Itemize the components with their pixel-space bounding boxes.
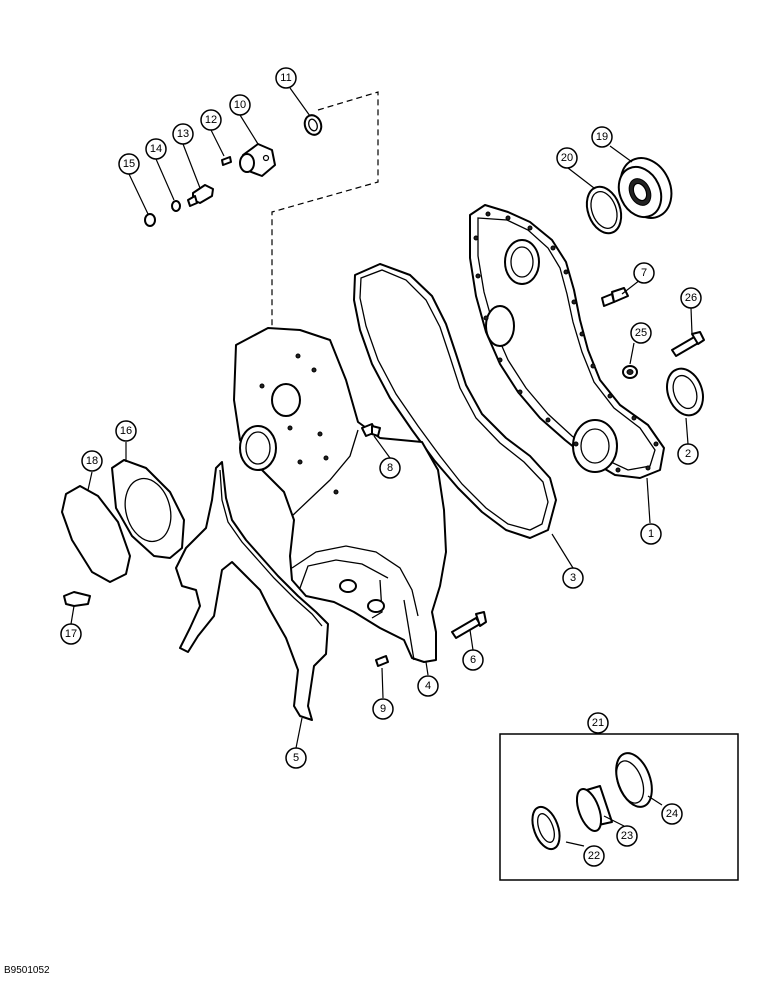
callout-9: 9 [372, 698, 394, 720]
callout-18: 18 [81, 450, 103, 472]
callout-14: 14 [145, 138, 167, 160]
part-5-housing-gasket [175, 461, 329, 721]
svg-text:11: 11 [280, 72, 291, 84]
callout-19: 19 [591, 126, 613, 148]
svg-text:19: 19 [596, 131, 608, 143]
callout-1: 1 [640, 523, 662, 545]
svg-text:17: 17 [65, 628, 77, 640]
callout-10: 10 [229, 94, 251, 116]
svg-text:20: 20 [561, 152, 573, 164]
part-10-water-fitting [239, 143, 276, 177]
callout-17: 17 [60, 623, 82, 645]
callout-24: 24 [661, 803, 683, 825]
seal-kit-inset-box [499, 733, 739, 881]
svg-text:26: 26 [685, 292, 697, 304]
part-7-capscrew [601, 287, 629, 307]
callout-3: 3 [562, 567, 584, 589]
part-16-plate-gasket [111, 459, 185, 559]
svg-text:15: 15 [123, 158, 135, 170]
callout-20: 20 [556, 147, 578, 169]
callout-11: 11 [275, 67, 297, 89]
part-25-nut [622, 365, 638, 379]
part-12-screw [221, 156, 232, 166]
part-26-capscrew [671, 331, 705, 357]
callout-2: 2 [677, 443, 699, 465]
callout-13: 13 [172, 123, 194, 145]
part-6-capscrew [451, 611, 487, 639]
svg-text:22: 22 [588, 850, 600, 862]
part-4-front-housing [233, 327, 447, 663]
svg-text:2: 2 [685, 448, 691, 460]
part-2-oil-seal [666, 367, 704, 417]
part-18-cover-plate [61, 485, 131, 583]
svg-text:13: 13 [177, 128, 189, 140]
svg-text:21: 21 [592, 717, 604, 729]
callout-4: 4 [417, 675, 439, 697]
svg-text:6: 6 [470, 654, 476, 666]
callout-25: 25 [630, 322, 652, 344]
part-8-capscrew [361, 423, 381, 437]
part-19-oil-seal [617, 157, 673, 219]
svg-text:18: 18 [86, 455, 98, 467]
part-24-seal [615, 752, 653, 808]
part-20-o-ring [585, 185, 623, 235]
callout-12: 12 [200, 109, 222, 131]
callout-22: 22 [583, 845, 605, 867]
part-11-o-ring [303, 114, 323, 136]
callout-6: 6 [462, 649, 484, 671]
part-9-dowel [375, 655, 389, 667]
callout-5: 5 [285, 747, 307, 769]
part-1-gear-cover [469, 204, 665, 479]
part-17-capscrew [63, 591, 91, 607]
svg-text:7: 7 [641, 267, 647, 279]
callout-21: 21 [587, 712, 609, 734]
svg-text:25: 25 [635, 327, 647, 339]
leader-lines [70, 87, 693, 847]
svg-text:3: 3 [570, 572, 576, 584]
svg-text:5: 5 [293, 752, 299, 764]
svg-text:1: 1 [648, 528, 654, 540]
part-23-wear-sleeve [575, 785, 613, 832]
callout-15: 15 [118, 153, 140, 175]
callout-7: 7 [633, 262, 655, 284]
svg-text:16: 16 [120, 425, 132, 437]
svg-text:4: 4 [425, 680, 431, 692]
part-13-plug [187, 184, 214, 207]
svg-text:12: 12 [205, 114, 217, 126]
svg-text:23: 23 [621, 830, 633, 842]
callout-26: 26 [680, 287, 702, 309]
svg-text:14: 14 [150, 143, 162, 155]
figure-id-label: B9501052 [4, 965, 50, 976]
part-14-washer [171, 200, 181, 212]
callout-8: 8 [379, 457, 401, 479]
svg-text:24: 24 [666, 808, 678, 820]
part-3-cover-gasket [353, 263, 557, 539]
reference-dashed-line [271, 91, 379, 340]
callout-23: 23 [616, 825, 638, 847]
part-15-washer [144, 213, 156, 227]
part-22-seal [531, 805, 561, 851]
callout-16: 16 [115, 420, 137, 442]
svg-text:10: 10 [234, 99, 246, 111]
svg-text:9: 9 [380, 703, 386, 715]
svg-text:8: 8 [387, 462, 393, 474]
